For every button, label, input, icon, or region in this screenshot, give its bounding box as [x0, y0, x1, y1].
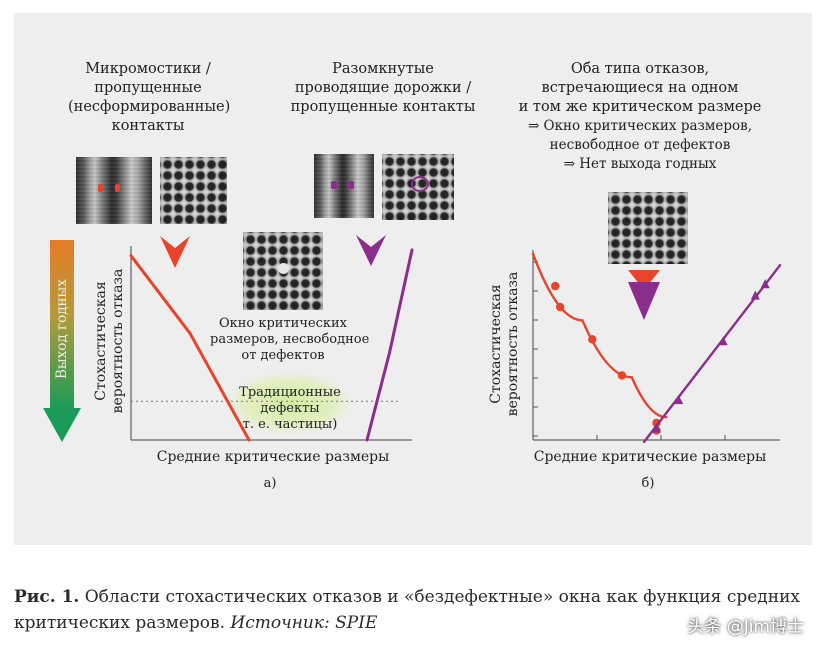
sem-contacts-image-1 — [160, 157, 227, 224]
panel-b-point-red — [551, 281, 560, 291]
panel-b-title: Оба типа отказов,встречающиеся на одном … — [518, 61, 762, 172]
panel-b-point-purple — [718, 336, 728, 346]
panel-a-series-1 — [129, 254, 251, 442]
caption-source-label: Источник: — [230, 613, 330, 633]
bridge-defect-marker — [98, 184, 122, 192]
both-down-arrow — [628, 270, 660, 320]
panel-b-point-purple — [674, 395, 684, 405]
caption-source: SPIE — [329, 613, 378, 633]
missing-contact-marker — [411, 176, 429, 192]
yield-label: Выход годных — [54, 279, 70, 379]
panel-b-point-red — [588, 335, 597, 344]
purple-down-arrow — [356, 235, 386, 266]
panel-b-xlabel: Средние критические размеры — [533, 449, 767, 465]
window-anomaly — [278, 263, 289, 274]
panel-b-fit-1 — [531, 252, 668, 419]
panel-b-point-red — [617, 371, 627, 380]
yield-arrow — [43, 240, 81, 442]
panel-a-series-2 — [365, 248, 414, 442]
traditional-defects-glow — [224, 370, 356, 436]
panel-a-title-1: Микромостики /пропущенные (несформирован… — [68, 61, 231, 134]
panel-b-point-purple — [750, 290, 760, 300]
caption-text: Области стохастических отказов и «бездеф… — [14, 587, 800, 633]
red-down-arrow — [160, 236, 190, 268]
panel-b-point-purple — [652, 423, 661, 433]
sem-window-image — [243, 232, 323, 310]
panel-a-axes — [130, 246, 412, 441]
open-defect-marker — [331, 181, 357, 189]
panel-b-point-red — [555, 302, 565, 312]
sem-both-image — [608, 192, 688, 264]
panel-b-axes — [532, 250, 780, 441]
red-down-arrow-notch — [160, 236, 190, 248]
purple-down-arrow-notch — [356, 235, 386, 247]
sem-contacts-image-2 — [382, 154, 454, 220]
panel-b-sublabel: б) — [641, 476, 655, 491]
panel-a-sublabel: а) — [263, 476, 277, 491]
caption-label: Рис. 1. — [14, 587, 80, 607]
panel-b-point-purple — [760, 279, 770, 289]
watermark: 头条 @Jim博士 — [687, 617, 804, 637]
sem-open-lines-image — [314, 154, 374, 218]
sem-bridge-image — [76, 157, 152, 224]
panel-b-fit-2 — [642, 264, 782, 444]
panel-a-xlabel: Средние критические размеры — [156, 449, 390, 465]
figure-caption: Рис. 1. Области стохастических отказов и… — [14, 584, 814, 636]
